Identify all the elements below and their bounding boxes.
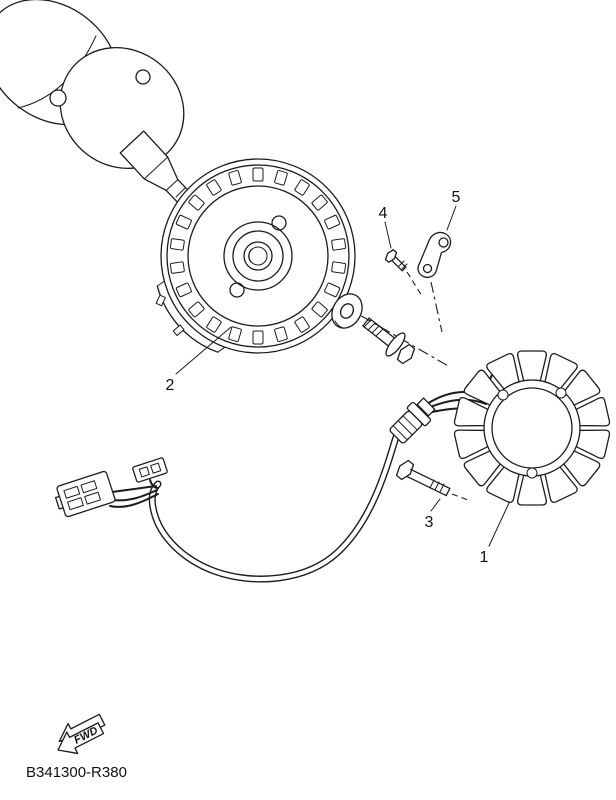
connector-pin-slot xyxy=(138,466,150,478)
bolt-thread-lines xyxy=(363,319,384,337)
callouts: 1 2 3 4 5 xyxy=(166,189,510,566)
wire-grommet xyxy=(389,397,436,444)
callout-4-leader xyxy=(384,221,392,249)
crankshaft xyxy=(0,0,201,215)
bolt4-tip-cap xyxy=(401,266,407,272)
connector-pin-slot xyxy=(63,485,81,499)
bolt3-hex-head xyxy=(395,459,415,481)
rotor-rim-inner-edge xyxy=(166,164,350,348)
rotor-depth-edge xyxy=(217,346,226,353)
bolt3-shaft-line xyxy=(410,468,451,490)
stator-assembly xyxy=(453,350,611,506)
rotor-rim-slot-side xyxy=(155,294,166,307)
rotor-slot xyxy=(331,238,347,251)
lead-wire xyxy=(109,493,159,508)
grommet-ridge xyxy=(402,415,418,431)
lead-wire xyxy=(111,485,157,493)
rotor-depth-edge xyxy=(156,280,165,287)
rotor-bore-shading xyxy=(248,248,253,263)
callout-5-leader xyxy=(446,205,457,231)
rotor-slot xyxy=(252,167,264,182)
fwd-arrow-body xyxy=(57,722,105,755)
bolt-shaft-line xyxy=(362,325,391,348)
rotor-slot xyxy=(169,261,185,274)
bolt4-thread-lines xyxy=(398,260,408,270)
callout-4-label: 4 xyxy=(379,205,388,222)
bracket-centerline xyxy=(430,281,443,333)
rotor-slot xyxy=(169,238,185,251)
crank-hole xyxy=(49,89,67,107)
connector-large xyxy=(54,470,116,518)
lead-wire xyxy=(149,479,159,489)
plain-washer xyxy=(331,293,363,329)
rotor-slot xyxy=(331,261,347,274)
rotor-flange-bolt xyxy=(362,317,416,365)
stator-tooth xyxy=(517,350,547,383)
rotor-hub-inner xyxy=(232,230,284,282)
connector-small-body xyxy=(132,457,168,483)
bolt-hex-head xyxy=(396,343,416,365)
grommet-ridge xyxy=(397,420,413,436)
fwd-arrow: FWD xyxy=(57,713,106,755)
connector-pin-slot xyxy=(84,491,102,505)
callout-5-label: 5 xyxy=(452,189,461,206)
main-axis-centerline xyxy=(265,260,451,368)
harness-cable-core xyxy=(150,434,399,582)
bolt-flange xyxy=(385,332,406,357)
callout-3-leader xyxy=(430,498,441,512)
rotor-face-hole xyxy=(271,215,287,231)
shaft-step-line xyxy=(143,156,169,180)
bolt-3 xyxy=(395,459,451,497)
grommet-ridge xyxy=(392,425,408,441)
grommet-tape-wrap xyxy=(416,397,436,417)
bracket-hole xyxy=(422,263,433,274)
bolt3-shaft-line xyxy=(406,475,447,497)
callout-1-label: 1 xyxy=(480,549,489,566)
rotor-face-edge xyxy=(187,185,329,327)
wire-harness xyxy=(109,433,400,583)
stator-mount-hole xyxy=(555,387,567,399)
shaft-step-line xyxy=(165,179,179,191)
bracket-hole xyxy=(438,237,449,248)
bolt4-centerline xyxy=(406,271,423,297)
connector-small xyxy=(132,457,168,483)
part-code: B341300-R380 xyxy=(26,764,127,781)
crank-hole xyxy=(135,69,151,85)
connector-pin-slot xyxy=(67,497,84,511)
bolt3-centerline xyxy=(451,493,469,501)
bolt3-tip-cap xyxy=(445,487,451,497)
callout-3-label: 3 xyxy=(425,514,434,531)
rotor-center-bore xyxy=(243,241,273,271)
callout-1-leader xyxy=(488,502,510,547)
connector-pin-slot xyxy=(80,480,98,494)
stator-tooth xyxy=(517,473,547,506)
washer-hole xyxy=(339,303,355,319)
callout-2-label: 2 xyxy=(166,377,175,394)
bolt-tip-cap xyxy=(362,317,370,327)
callout-2-leader xyxy=(175,326,232,375)
rotor-hub-outer xyxy=(223,221,293,291)
rotor-rim-slot-side xyxy=(172,324,185,337)
bolt4-hex-head xyxy=(384,249,398,263)
connector-pin-slot xyxy=(150,462,162,474)
washer-depth-arc xyxy=(334,320,344,329)
rotor-slot xyxy=(252,330,264,345)
stator-mount-hole xyxy=(526,467,538,479)
bracket-5 xyxy=(417,231,452,279)
stator-mount-hole xyxy=(497,389,509,401)
lead-wire xyxy=(111,489,158,502)
centerlines xyxy=(195,209,469,501)
bolt-4 xyxy=(384,249,408,272)
bolt3-thread-lines xyxy=(429,479,445,493)
bolt4-shaft-line xyxy=(391,260,403,272)
crank-web-right xyxy=(59,47,185,169)
grommet-body xyxy=(389,410,423,444)
rotor-face-hole xyxy=(229,282,245,298)
rotor-flywheel xyxy=(155,158,356,354)
bolt4-shaft-line xyxy=(395,256,407,268)
